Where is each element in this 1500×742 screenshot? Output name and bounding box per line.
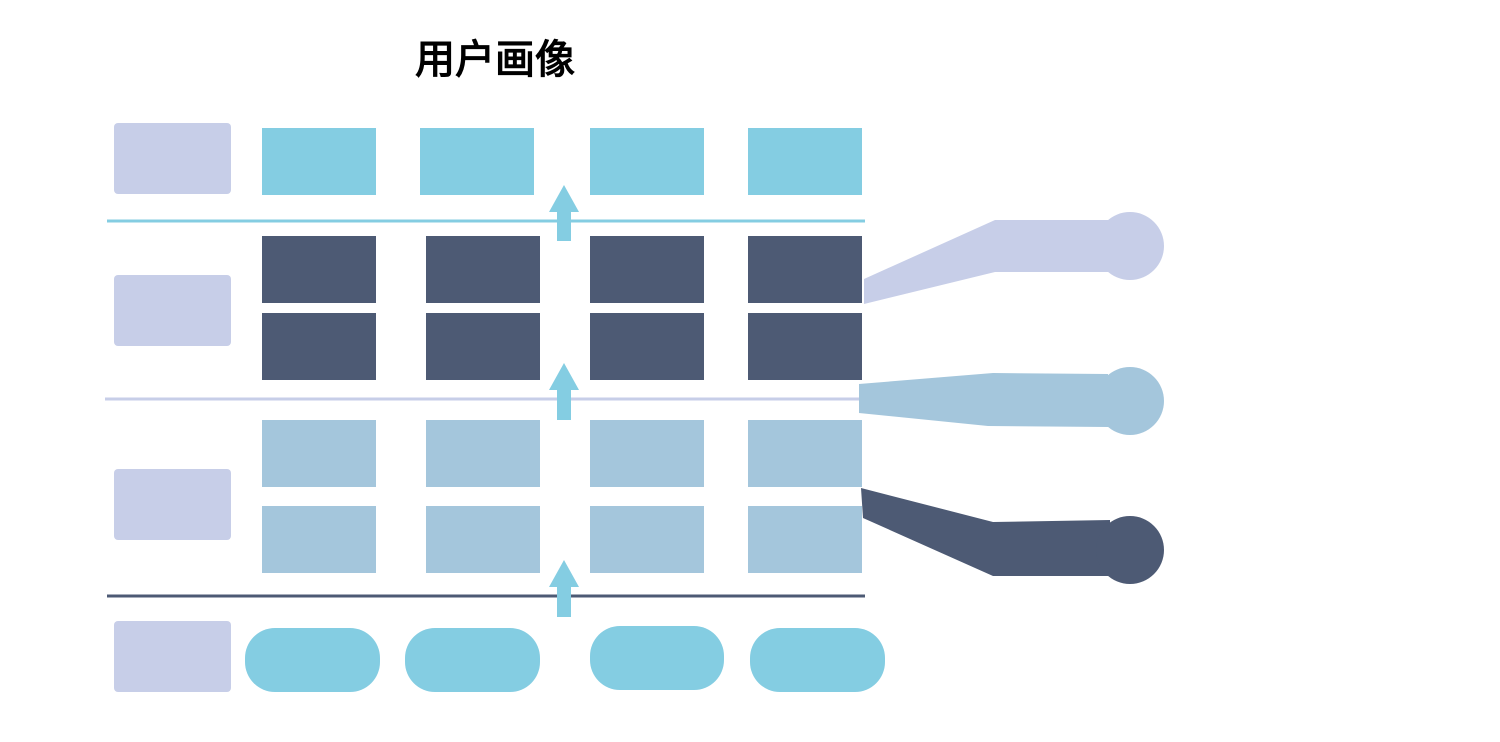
light-block bbox=[426, 420, 540, 487]
base-row-pills bbox=[245, 626, 885, 692]
light-row-blocks bbox=[262, 420, 862, 573]
light-block bbox=[426, 506, 540, 573]
dark-block bbox=[426, 236, 540, 303]
connector-middle bbox=[859, 367, 1164, 435]
row-label-dark bbox=[114, 275, 231, 346]
base-pill bbox=[405, 628, 540, 692]
row-labels bbox=[114, 123, 231, 692]
up-arrow-icon bbox=[549, 185, 579, 241]
light-block bbox=[590, 506, 704, 573]
dark-block bbox=[590, 313, 704, 380]
connector-top-node bbox=[1096, 212, 1164, 280]
row-label-light bbox=[114, 469, 231, 540]
diagram-title: 用户画像 bbox=[415, 37, 575, 83]
top-block bbox=[420, 128, 534, 195]
light-block bbox=[590, 420, 704, 487]
row-label-base bbox=[114, 621, 231, 692]
light-block bbox=[262, 506, 376, 573]
dark-block bbox=[262, 236, 376, 303]
base-pill bbox=[750, 628, 885, 692]
up-arrow-icon bbox=[549, 560, 579, 617]
up-arrows bbox=[549, 185, 579, 617]
dark-block bbox=[426, 313, 540, 380]
dark-block bbox=[748, 236, 862, 303]
top-block bbox=[590, 128, 704, 195]
connector-bottom bbox=[861, 488, 1164, 584]
connectors bbox=[859, 212, 1164, 584]
base-pill bbox=[245, 628, 380, 692]
dark-row-blocks bbox=[262, 236, 862, 380]
dark-block bbox=[590, 236, 704, 303]
dark-block bbox=[262, 313, 376, 380]
dark-block bbox=[748, 313, 862, 380]
light-block bbox=[748, 506, 862, 573]
top-block bbox=[748, 128, 862, 195]
light-block bbox=[748, 420, 862, 487]
light-block bbox=[262, 420, 376, 487]
top-block bbox=[262, 128, 376, 195]
connector-bottom-node bbox=[1096, 516, 1164, 584]
top-row-blocks bbox=[262, 128, 862, 195]
base-pill bbox=[590, 626, 724, 690]
row-label-top bbox=[114, 123, 231, 194]
up-arrow-icon bbox=[549, 363, 579, 420]
connector-top bbox=[864, 212, 1164, 304]
connector-middle-node bbox=[1096, 367, 1164, 435]
